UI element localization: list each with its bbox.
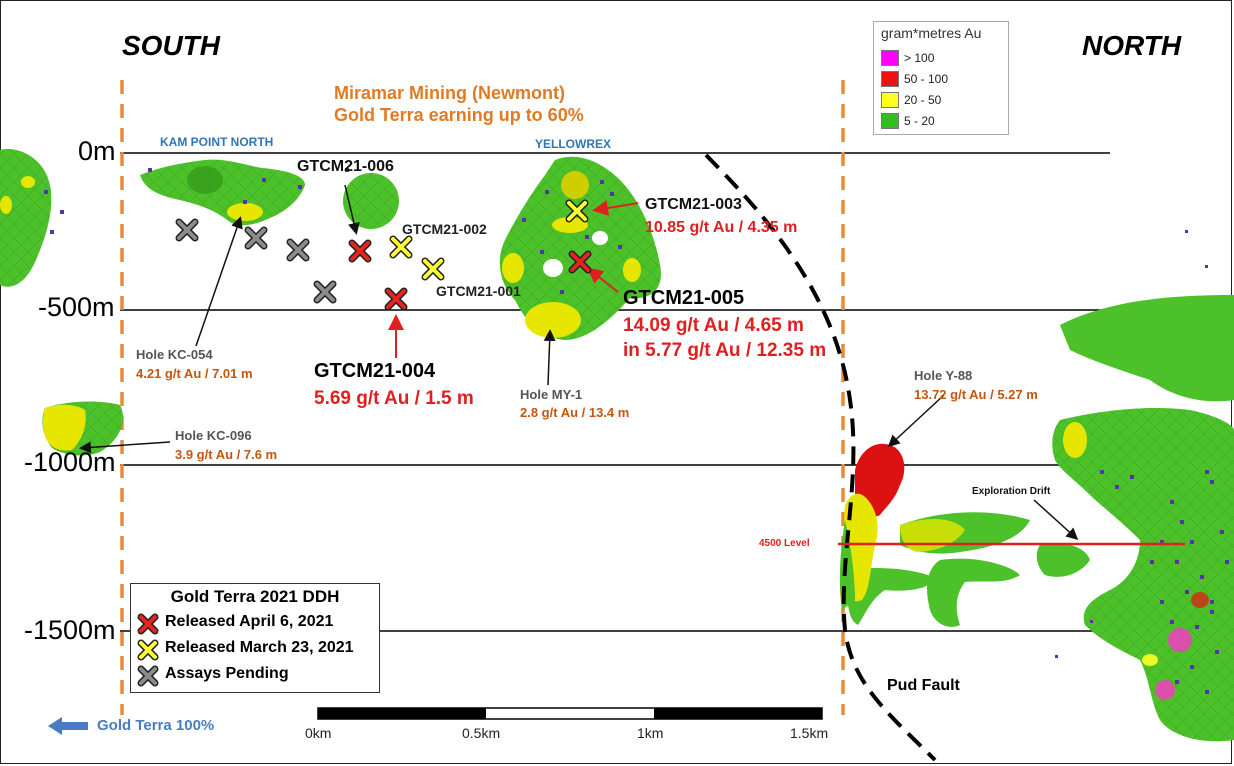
scale-label-0km: 0km <box>305 725 332 741</box>
scale-label-1km: 1km <box>637 725 664 741</box>
depth-label-1000m: -1000m <box>24 447 116 477</box>
grade-label-50-100: 50 - 100 <box>904 72 949 86</box>
grade-label-20-50: 20 - 50 <box>904 93 942 107</box>
hole-grade-y-88: 13.72 g/t Au / 5.27 m <box>914 387 1038 402</box>
legend-x-grey-icon <box>137 665 159 687</box>
ddh-legend-released-march: Released March 23, 2021 <box>165 639 354 656</box>
ddh-legend-released-april: Released April 6, 2021 <box>165 613 334 630</box>
hole-grade-gtcm21-005-line2: in 5.77 g/t Au / 12.35 m <box>623 340 827 361</box>
orebody-north-complex <box>1052 230 1234 742</box>
hole-label-gtcm21-003: GTCM21-003 <box>645 196 742 213</box>
ddh-legend-assays-pending: Assays Pending <box>165 665 289 682</box>
pending-marker-4 <box>313 280 337 304</box>
arrow-kc-054 <box>195 216 243 347</box>
hole-label-kc-096: Hole KC-096 <box>175 428 252 443</box>
depth-label-0m: 0m <box>78 136 116 166</box>
legend-x-yellow-icon <box>137 639 159 661</box>
legend-x-red-icon <box>137 613 159 635</box>
level-4500-label: 4500 Level <box>759 538 810 549</box>
ddh-legend-icons <box>137 613 159 687</box>
hole-grade-gtcm21-005-line1: 14.09 g/t Au / 4.65 m <box>623 315 804 336</box>
scale-label-0-5km: 0.5km <box>462 725 501 741</box>
grade-swatch-20-50 <box>881 92 899 108</box>
hole-label-y-88: Hole Y-88 <box>914 368 973 383</box>
pud-fault-label: Pud Fault <box>887 677 960 694</box>
ddh-legend: Gold Terra 2021 DDH Released April 6, 20… <box>130 583 380 693</box>
orebody-kc-096 <box>42 401 124 456</box>
orebody-kam-point-north <box>140 159 305 226</box>
orebody-yellowrex <box>499 156 661 340</box>
gtcm21-004-marker <box>384 287 408 311</box>
hole-label-gtcm21-005: GTCM21-005 <box>623 287 745 309</box>
grade-legend-title: gram*metres Au <box>881 25 982 41</box>
grade-legend: gram*metres Au > 100 50 - 100 20 - 50 5 … <box>873 21 1009 135</box>
gtcm21-002-marker <box>389 235 413 259</box>
hole-label-gtcm21-002: GTCM21-002 <box>402 221 487 237</box>
pending-marker-3 <box>286 238 310 262</box>
hole-grade-kc-096: 3.9 g/t Au / 7.6 m <box>175 447 278 462</box>
arrow-kc-096 <box>79 441 171 454</box>
hole-label-gtcm21-004: GTCM21-004 <box>314 360 436 382</box>
orebody-small-sphere <box>343 173 399 229</box>
arrow-y-88 <box>887 394 945 448</box>
pending-marker-1 <box>175 218 199 242</box>
heading-north: NORTH <box>1082 30 1182 61</box>
scale-label-1-5km: 1.5km <box>790 725 829 741</box>
arrow-exploration-drift <box>1033 499 1079 541</box>
hole-label-my-1: Hole MY-1 <box>520 387 583 402</box>
exploration-drift-label: Exploration Drift <box>972 486 1051 497</box>
hole-grade-kc-054: 4.21 g/t Au / 7.01 m <box>136 366 253 381</box>
pending-marker-2 <box>244 226 268 250</box>
orebody-far-left <box>0 149 52 287</box>
pud-fault-line <box>704 153 937 762</box>
gold-terra-100-label: Gold Terra 100% <box>97 717 215 734</box>
depth-label-500m: -500m <box>38 292 115 322</box>
hole-grade-my-1: 2.8 g/t Au / 13.4 m <box>520 405 630 420</box>
gtcm21-006-marker <box>348 239 372 263</box>
gtcm21-001-marker <box>421 257 445 281</box>
grade-swatch-50-100 <box>881 71 899 87</box>
depth-label-1500m: -1500m <box>24 615 116 645</box>
grade-label-5-20: 5 - 20 <box>904 114 935 128</box>
hole-label-kc-054: Hole KC-054 <box>136 347 213 362</box>
arrow-gtcm21-006 <box>344 184 360 235</box>
drill-intercept-dots <box>44 168 1214 604</box>
arrow-my-1 <box>543 329 556 386</box>
hole-grade-gtcm21-004: 5.69 g/t Au / 1.5 m <box>314 388 474 409</box>
arrow-gtcm21-003 <box>592 200 639 216</box>
scale-bar <box>317 707 823 720</box>
property-label-line1: Miramar Mining (Newmont) <box>334 83 566 103</box>
hole-label-gtcm21-001: GTCM21-001 <box>436 283 521 299</box>
hole-grade-gtcm21-003: 10.85 g/t Au / 4.35 m <box>645 219 798 236</box>
grade-label-gt-100: > 100 <box>904 51 935 65</box>
arrow-gtcm21-005 <box>586 267 619 293</box>
area-label-yellowrex: YELLOWREX <box>535 137 612 151</box>
grade-swatch-gt-100 <box>881 50 899 66</box>
ddh-legend-title: Gold Terra 2021 DDH <box>170 587 340 606</box>
heading-south: SOUTH <box>122 30 220 61</box>
orebody-drift-area <box>847 512 1090 627</box>
grade-swatch-5-20 <box>881 113 899 129</box>
gtcm21-003-marker <box>565 199 589 223</box>
gtcm21-005-marker <box>568 250 592 274</box>
property-label-line2: Gold Terra earning up to 60% <box>334 105 584 125</box>
area-label-kam-point-north: KAM POINT NORTH <box>160 135 274 149</box>
gold-terra-arrow-icon <box>48 717 88 735</box>
hole-label-gtcm21-006: GTCM21-006 <box>297 158 394 175</box>
